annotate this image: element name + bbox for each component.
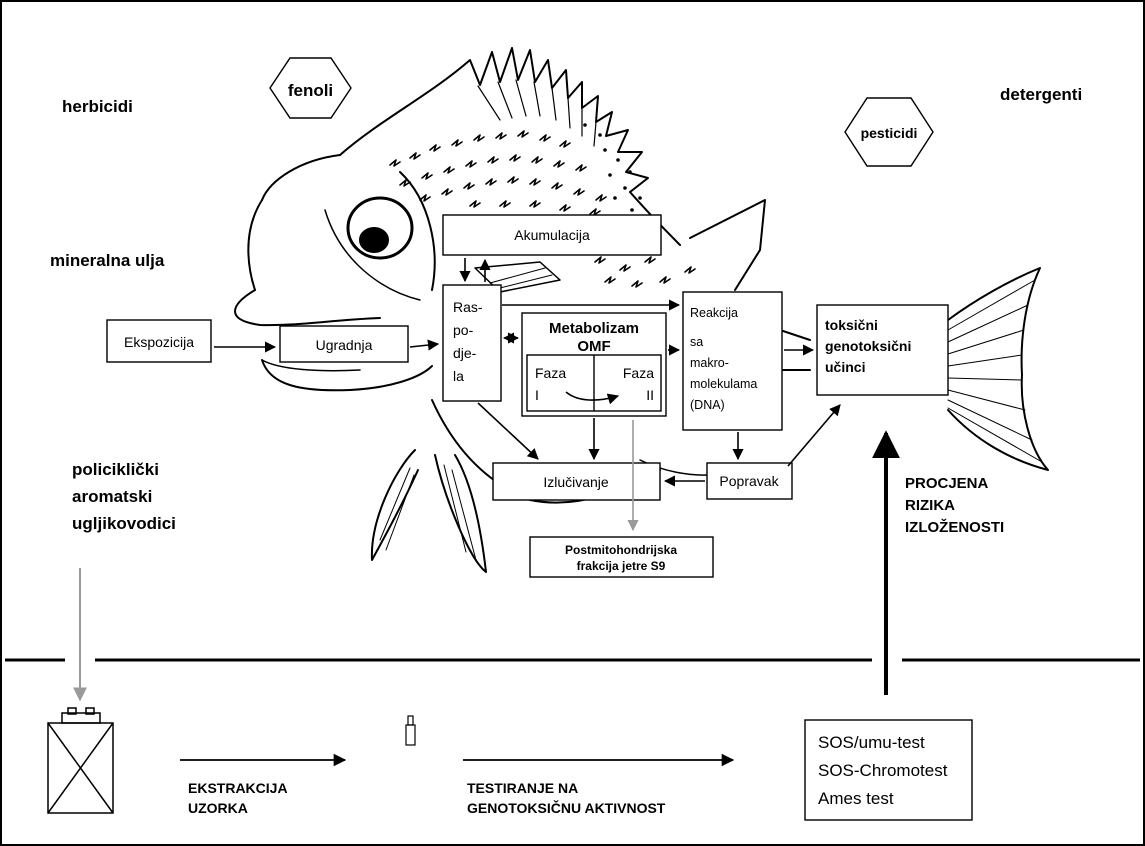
label-faza-i-1: Faza (535, 365, 566, 381)
box-izlucivanje (492, 462, 661, 501)
box-popravak (706, 462, 793, 500)
label-raspodjela-2: po- (453, 322, 474, 338)
label-faza-ii-2: II (646, 387, 654, 403)
label-ekstrakcija-1: EKSTRAKCIJA (188, 780, 288, 796)
label-reakcija-5: (DNA) (690, 398, 725, 412)
label-reakcija-2: sa (690, 335, 703, 349)
label-mineralna-ulja: mineralna ulja (50, 251, 165, 270)
arrow-popravak-ucinci (787, 404, 841, 467)
box-akumulacija (442, 214, 662, 256)
label-raspodjela-3: dje- (453, 345, 477, 361)
label-reakcija-3: makro- (690, 356, 729, 370)
box-s9 (529, 536, 714, 578)
vial-icon (405, 715, 416, 746)
label-testiranje-2: GENOTOKSIČNU AKTIVNOST (467, 799, 666, 816)
label-ucinci-3: učinci (825, 359, 865, 375)
hexagon-fenoli (269, 57, 352, 119)
flow-arrows (214, 258, 841, 487)
arrow-faza-i-to-ii (565, 391, 620, 405)
label-test-1: SOS/umu-test (818, 733, 925, 752)
label-faza-i-2: I (535, 387, 539, 403)
box-raspodjela (442, 284, 502, 402)
label-omf: OMF (577, 338, 610, 355)
label-fenoli: fenoli (288, 81, 333, 100)
label-faza-ii-1: Faza (623, 365, 654, 381)
label-pah-line1: policiklički (72, 460, 159, 479)
label-raspodjela-4: la (453, 368, 464, 384)
label-ekspozicija: Ekspozicija (124, 334, 194, 350)
label-reakcija-4: molekulama (690, 377, 757, 391)
label-test-3: Ames test (818, 789, 894, 808)
hexagon-pesticidi (844, 97, 934, 167)
label-procjena-2: RIZIKA (905, 497, 955, 514)
label-s9-1: Postmitohondrijska (565, 543, 677, 557)
box-ekspozicija (106, 319, 212, 363)
label-ekstrakcija-2: UZORKA (188, 800, 248, 816)
label-procjena-3: IZLOŽENOSTI (905, 518, 1004, 536)
label-ugradnja: Ugradnja (316, 337, 373, 353)
label-pah-line3: ugljikovodici (72, 514, 176, 533)
label-s9-2: frakcija jetre S9 (577, 559, 666, 573)
label-detergenti: detergenti (1000, 85, 1082, 104)
box-ugradnja (279, 325, 409, 363)
label-pah-line2: aromatski (72, 487, 152, 506)
label-test-2: SOS-Chromotest (818, 761, 948, 780)
label-procjena-1: PROCJENA (905, 475, 989, 492)
label-ucinci-2: genotoksični (825, 338, 911, 354)
arrow-ugradnja-raspodjela (409, 339, 440, 351)
label-pesticidi: pesticidi (861, 125, 918, 141)
box-tests (804, 719, 973, 821)
label-ucinci-1: toksični (825, 317, 878, 333)
box-ucinci (816, 304, 949, 396)
label-reakcija-1: Reakcija (690, 306, 738, 320)
label-popravak: Popravak (719, 473, 779, 489)
label-testiranje-1: TESTIRANJE NA (467, 780, 578, 796)
box-reakcija (682, 291, 783, 431)
label-izlucivanje: Izlučivanje (543, 474, 609, 490)
label-metabolizam: Metabolizam (549, 320, 639, 337)
label-raspodjela-1: Ras- (453, 299, 483, 315)
sample-container-icon (47, 707, 114, 814)
label-herbicidi: herbicidi (62, 97, 133, 116)
arrow-raspodjela-izlucivanje (477, 402, 539, 460)
label-akumulacija: Akumulacija (514, 227, 590, 243)
